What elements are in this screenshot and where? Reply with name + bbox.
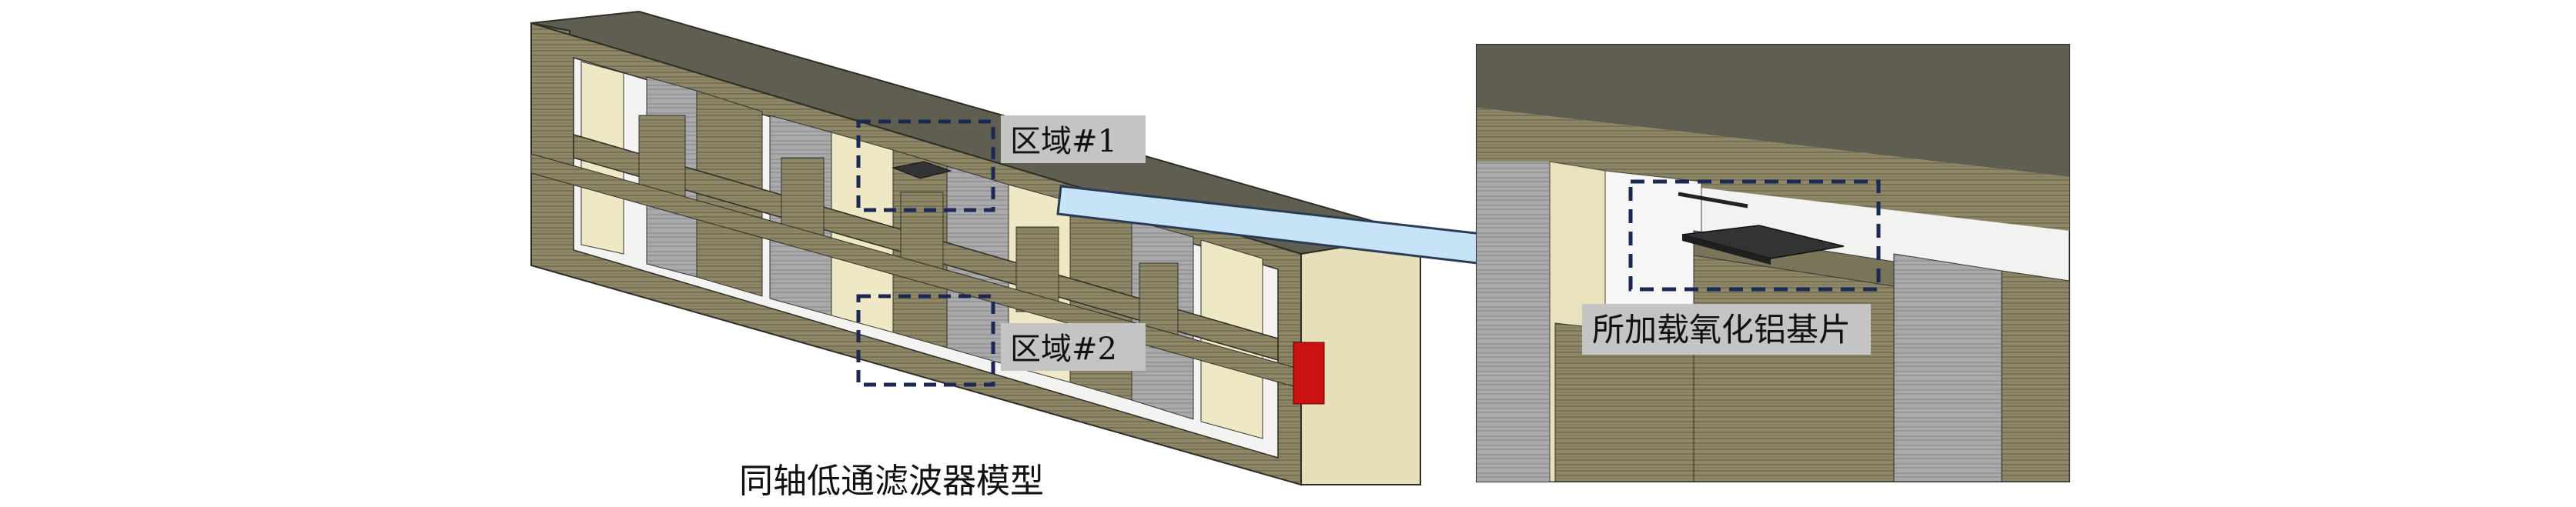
region2-label: 区域#2 [1010,332,1117,367]
alumina-substrate-top-line [1678,192,1748,208]
filter-model: 区域#1 区域#2 同轴低通滤波器模型 [530,10,1421,501]
zoom-top-face [1477,45,2069,177]
region2-box [856,294,995,387]
zoom-left-grey-wall [1477,162,1550,482]
region1-label: 区域#1 [1010,124,1117,159]
zoom-wood-band [1477,108,2069,231]
substrate-label-bg [1582,304,1871,355]
alumina-substrate-edge [1682,235,1771,265]
region1-label-bg [1001,115,1146,163]
zoom-right-grey-wall [1893,253,2002,482]
region2-label-bg [1001,323,1146,371]
filter-model-caption: 同轴低通滤波器模型 [739,462,1044,501]
filter-port-red [1293,342,1325,405]
zoom-detail: 所加载氧化铝基片 [1476,44,2070,482]
substrate-label: 所加载氧化铝基片 [1592,311,1851,349]
alumina-substrate-large [1681,225,1845,259]
zoom-far-wood [2001,270,2070,482]
region1-box [856,119,995,212]
alumina-substrate-small [892,161,952,179]
zoom-region-box [1628,179,1881,292]
